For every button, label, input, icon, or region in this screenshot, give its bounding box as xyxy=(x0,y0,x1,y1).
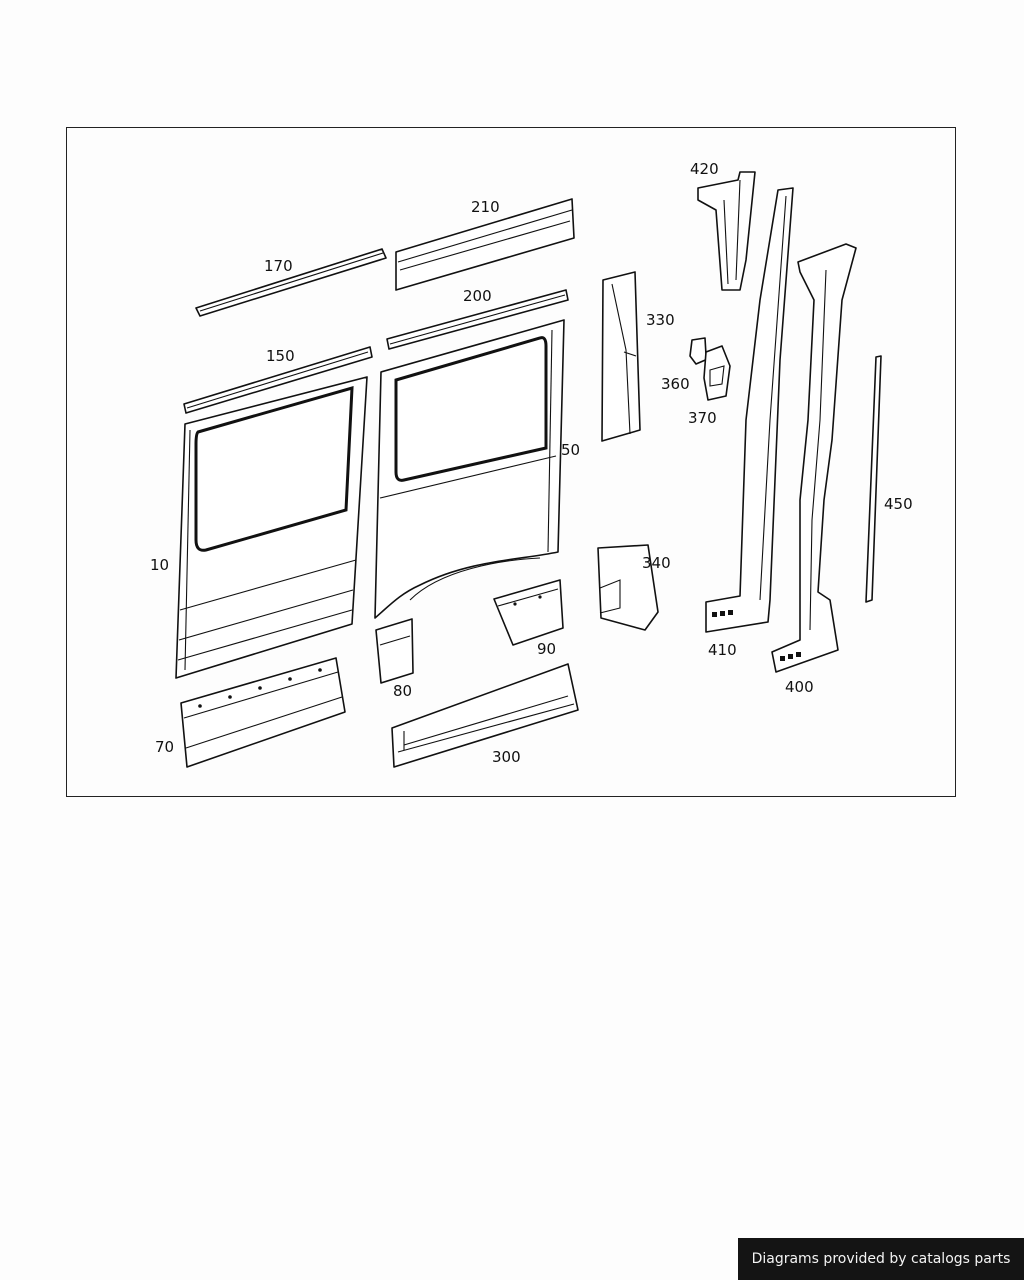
diagram-frame xyxy=(66,127,956,797)
part-420 xyxy=(697,171,756,291)
label-340: 340 xyxy=(642,554,671,572)
part-410 xyxy=(705,187,794,633)
part-70 xyxy=(180,657,346,768)
part-200 xyxy=(386,289,569,350)
credit-text: Diagrams provided by catalogs parts xyxy=(751,1251,1011,1267)
part-300 xyxy=(391,663,579,768)
label-330: 330 xyxy=(646,311,675,329)
part-90 xyxy=(493,579,564,646)
part-450 xyxy=(865,355,882,603)
label-150: 150 xyxy=(266,347,295,365)
part-10 xyxy=(175,376,368,679)
label-170: 170 xyxy=(264,257,293,275)
part-340 xyxy=(597,544,659,631)
label-400: 400 xyxy=(785,678,814,696)
label-210: 210 xyxy=(471,198,500,216)
part-330 xyxy=(601,271,641,442)
part-150 xyxy=(183,346,373,414)
part-210 xyxy=(395,198,575,291)
part-50 xyxy=(374,319,565,619)
label-370: 370 xyxy=(688,409,717,427)
label-80: 80 xyxy=(393,682,412,700)
label-410: 410 xyxy=(708,641,737,659)
label-70: 70 xyxy=(155,738,174,756)
label-10: 10 xyxy=(150,556,169,574)
part-170 xyxy=(195,248,387,317)
label-360: 360 xyxy=(661,375,690,393)
label-300: 300 xyxy=(492,748,521,766)
credit-badge: Diagrams provided by catalogs parts xyxy=(738,1238,1024,1280)
label-90: 90 xyxy=(537,640,556,658)
part-80 xyxy=(375,618,414,684)
label-420: 420 xyxy=(690,160,719,178)
label-200: 200 xyxy=(463,287,492,305)
label-50: 50 xyxy=(561,441,580,459)
label-450: 450 xyxy=(884,495,913,513)
part-370 xyxy=(703,345,731,401)
part-400 xyxy=(771,243,857,673)
